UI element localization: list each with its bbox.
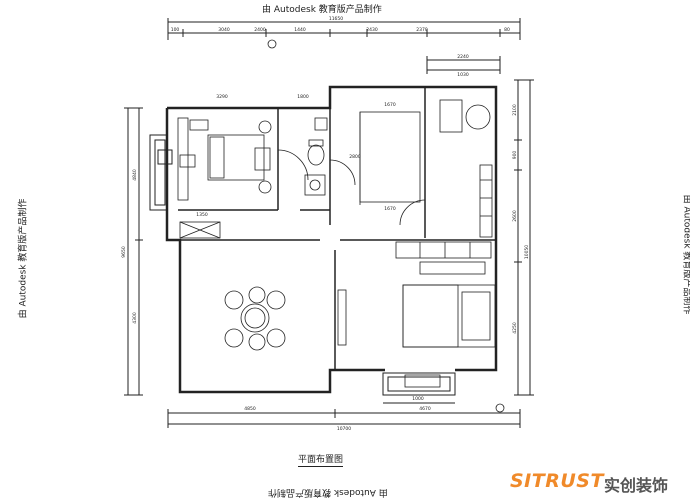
dim-top-seg-4: 1440 <box>294 27 306 33</box>
plan-title: 平面布置图 <box>298 452 344 467</box>
dim-bottom-sub: 1000 <box>412 396 424 402</box>
dim-top-seg-5: 2430 <box>366 27 378 33</box>
top-dimension-line <box>167 18 521 74</box>
door-swings <box>277 149 426 226</box>
dim-room-height: 2800 <box>349 154 361 160</box>
dim-top-right: 2240 <box>457 54 469 60</box>
dim-right-seg-2: 900 <box>512 151 518 160</box>
right-dimension-line <box>514 79 534 396</box>
dim-bath-width: 1800 <box>297 94 309 100</box>
dim-top-seg-6: 2370 <box>416 27 428 33</box>
dim-left-lower: 4300 <box>132 312 138 324</box>
dim-top-seg-3: 2400 <box>254 27 266 33</box>
watermark-top: 由 Autodesk 教育版产品制作 <box>262 5 382 15</box>
dim-top-total: 11650 <box>329 16 343 22</box>
dim-living-note: 1350 <box>196 212 208 218</box>
dim-room-width-2: 1670 <box>384 206 396 212</box>
left-dimension-line <box>124 107 143 396</box>
bottom-dimension-line <box>167 402 521 428</box>
dim-top-seg-2: 3040 <box>218 27 230 33</box>
brand-logo: SITRUST <box>510 470 604 492</box>
elevation-markers <box>267 39 505 413</box>
tv-cabinet <box>337 289 347 346</box>
dining-table-set <box>224 286 286 351</box>
dim-bottom-right: 4670 <box>419 406 431 412</box>
dim-bottom-total: 10700 <box>337 426 351 432</box>
dim-bottom-left: 4850 <box>244 406 256 412</box>
dim-left-upper: 4840 <box>132 169 138 181</box>
interior-walls <box>178 87 496 370</box>
dim-right-seg-3: 2600 <box>512 210 518 222</box>
wardrobe-cabinets <box>179 221 492 259</box>
top-right-room-furniture <box>439 99 493 238</box>
master-bedroom-furniture <box>177 117 272 201</box>
dim-right-seg-1: 2100 <box>512 104 518 116</box>
dim-right-total: 10050 <box>524 245 530 259</box>
dim-top-right-sub: 1030 <box>457 72 469 78</box>
second-bedroom-furniture <box>402 261 496 388</box>
dim-top-seg-1: 100 <box>171 27 180 33</box>
bottom-bay-window <box>382 372 456 396</box>
study-room-furniture <box>359 111 421 205</box>
brand-logo-chinese: 实创装饰 <box>604 476 669 495</box>
dim-top-seg-7: 80 <box>504 27 510 33</box>
outer-walls <box>165 85 498 394</box>
dim-right-seg-4: 4250 <box>512 322 518 334</box>
left-bay-window <box>149 134 173 211</box>
bathroom-fixtures <box>304 117 328 196</box>
dim-bedroom-width: 3290 <box>216 94 228 100</box>
dim-left-total: 9650 <box>121 246 127 258</box>
dim-room-width-1: 1670 <box>384 102 396 108</box>
